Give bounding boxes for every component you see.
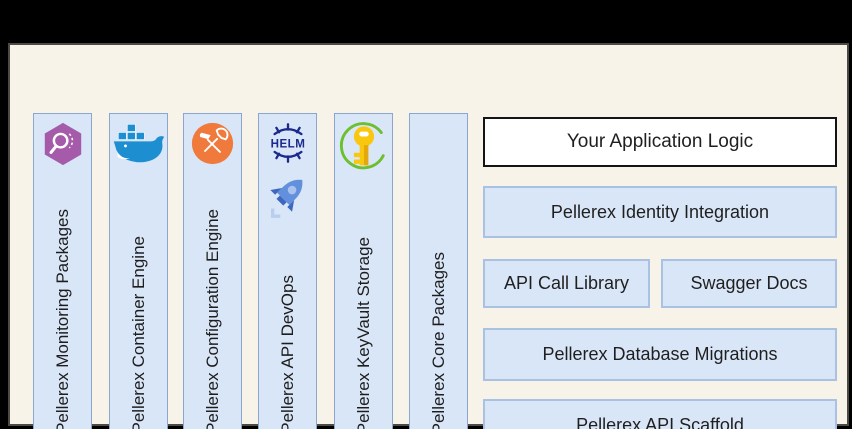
api-call-library-box: API Call Library [483, 259, 650, 308]
column-configuration-engine: Pellerex Configuration Engine [183, 113, 242, 429]
monitoring-hexagon-icon [40, 114, 86, 167]
box-label: API Call Library [503, 273, 630, 293]
column-label: Pellerex Core Packages [428, 251, 448, 429]
helm-logo-text: HELM [270, 137, 305, 150]
database-migrations-box: Pellerex Database Migrations [483, 328, 837, 381]
column-label: Pellerex Configuration Engine [202, 209, 222, 429]
rocket-icon [265, 173, 311, 226]
box-label: Pellerex API Scaffold [576, 415, 744, 429]
column-container-engine: Pellerex Container Engine [109, 113, 168, 429]
diagram-panel: Pellerex Monitoring Packages [8, 43, 849, 429]
box-label: Your Application Logic [566, 131, 754, 152]
helm-wheel-icon: HELM [263, 121, 313, 170]
docker-whale-icon [112, 114, 166, 169]
column-label: Pellerex KeyVault Storage [353, 236, 373, 429]
your-application-logic-box: Your Application Logic [483, 117, 837, 167]
tools-circle-icon [190, 114, 235, 166]
column-label: Pellerex Monitoring Packages [52, 209, 72, 429]
column-keyvault-storage: Pellerex KeyVault Storage [334, 113, 393, 429]
column-label: Pellerex API DevOps [277, 275, 297, 429]
swagger-docs-box: Swagger Docs [661, 259, 837, 308]
identity-integration-box: Pellerex Identity Integration [483, 186, 837, 238]
column-api-devops: HELM [258, 113, 317, 429]
column-core-packages: Pellerex Core Packages [409, 113, 468, 429]
column-label: Pellerex Container Engine [128, 236, 148, 429]
key-circle-icon [339, 114, 389, 175]
box-label: Pellerex Database Migrations [542, 344, 778, 364]
api-scaffold-box: Pellerex API Scaffold [483, 399, 837, 429]
box-label: Swagger Docs [690, 273, 808, 293]
box-label: Pellerex Identity Integration [550, 201, 770, 222]
column-monitoring-packages: Pellerex Monitoring Packages [33, 113, 92, 429]
